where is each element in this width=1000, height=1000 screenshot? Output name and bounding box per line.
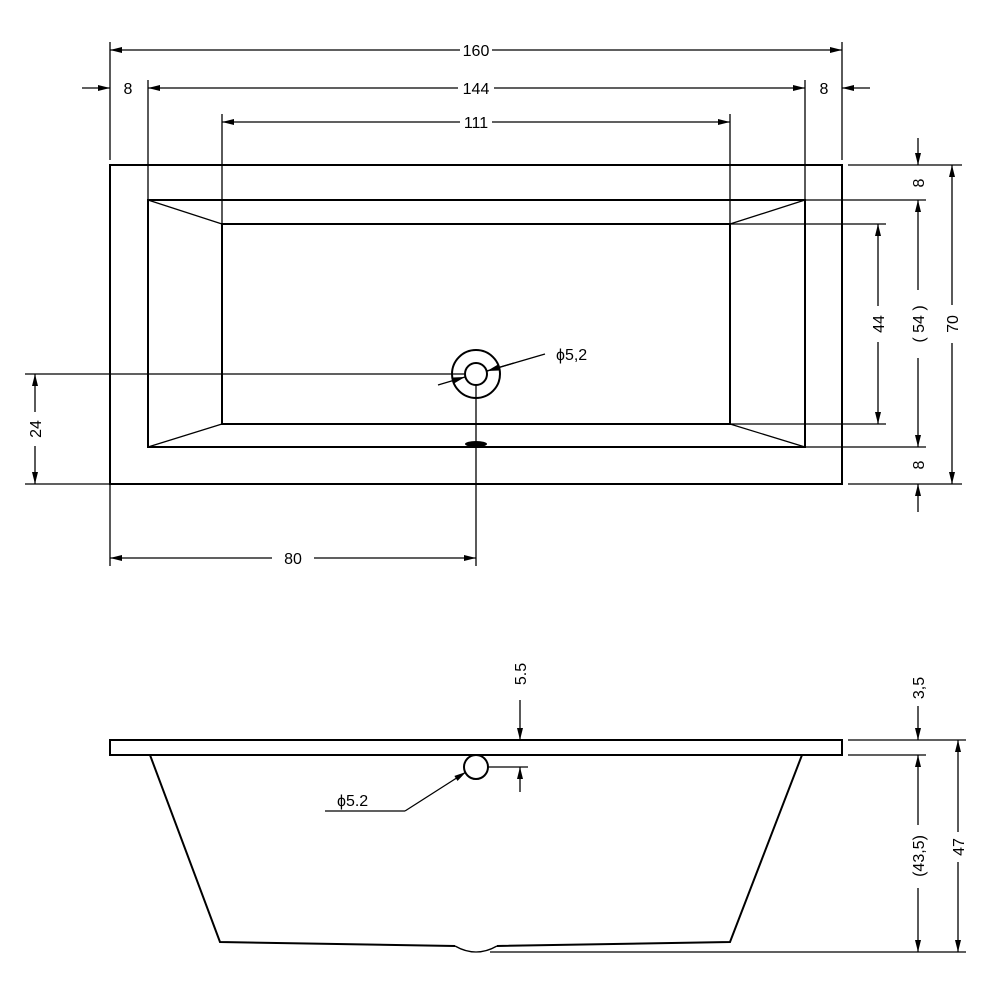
side-rim	[109, 739, 843, 756]
side-overflow-circle	[463, 754, 489, 780]
dim-floor-length: 111	[464, 115, 488, 132]
dim-overflow-depth: 5.5	[513, 663, 530, 685]
dim-rim-thickness: 3,5	[911, 677, 928, 699]
dim-drain-diameter: ϕ5,2	[556, 347, 587, 364]
dim-rim-top: 8	[911, 178, 928, 187]
dim-basin-depth: (43,5)	[911, 835, 928, 877]
dim-overall-height: 47	[951, 838, 968, 856]
dim-rim-bottom: 8	[911, 460, 928, 469]
dim-overall-length: 160	[463, 43, 490, 60]
dim-drain-offset-y: 24	[28, 420, 45, 438]
basin-slope-lines	[147, 199, 806, 448]
side-body-outline	[149, 754, 803, 947]
side-extension-lines	[488, 739, 966, 953]
extension-lines	[25, 42, 962, 566]
dim-rim-right: 8	[820, 81, 829, 98]
dim-drain-offset-x: 80	[284, 551, 302, 568]
dim-overall-width: 70	[945, 315, 962, 333]
top-view: 160 8 144 8 111 8 ( 54 ) 8 70 44 24 8	[25, 42, 962, 568]
dim-overflow-diameter: ϕ5.2	[337, 793, 368, 810]
dim-floor-width: 44	[871, 315, 888, 333]
drain-inner-circle	[464, 362, 488, 386]
side-outlet	[454, 945, 498, 953]
side-view: 5.5 ϕ5.2 3,5 (43,5) 47	[109, 663, 968, 953]
dim-inner-width: ( 54 )	[911, 305, 928, 342]
dim-rim-left: 8	[124, 81, 133, 98]
dim-inner-length: 144	[463, 81, 490, 98]
